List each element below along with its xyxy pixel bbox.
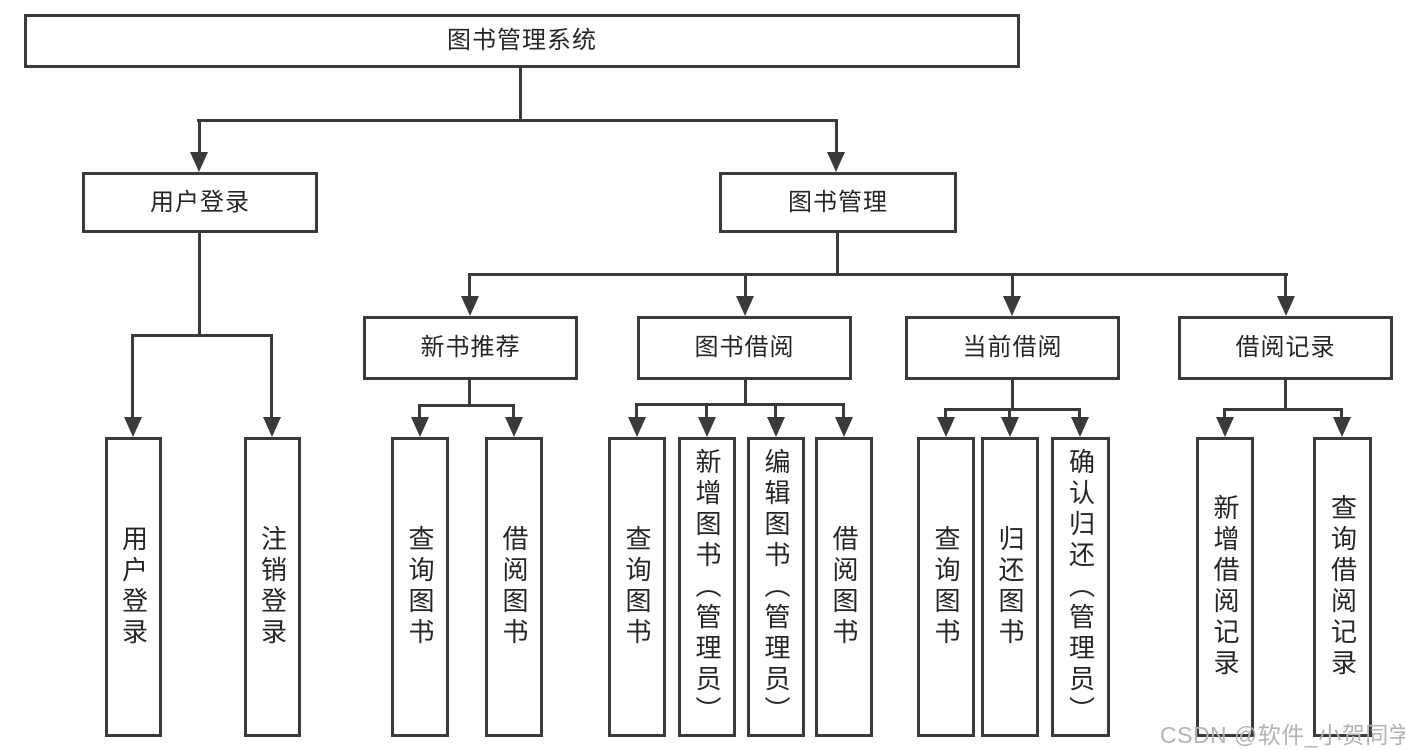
leaf-bb-add-books: 新增图书（管理员）	[678, 437, 736, 737]
connector-level2-rail	[197, 119, 838, 122]
connector-br-add-drop	[1223, 408, 1226, 419]
node-current-borrow-label: 当前借阅	[962, 334, 1063, 361]
connector-bb-borrow-drop	[842, 403, 845, 419]
arrowhead-bb-add	[698, 417, 716, 437]
arrowhead-records	[1277, 296, 1295, 316]
connector-bb-query-drop	[635, 403, 638, 419]
leaf-nb-borrow-books: 借阅图书	[485, 437, 543, 737]
node-book-management-label: 图书管理	[788, 188, 888, 216]
connector-bookmgmt-stem	[836, 232, 839, 274]
connector-borrow-drop	[744, 273, 747, 299]
connector-root-stem	[519, 67, 522, 120]
node-new-book-recommend-label: 新书推荐	[420, 334, 521, 361]
arrowhead-leaf-login	[124, 417, 142, 437]
leaf-nb-borrow-books-label: 借阅图书	[499, 525, 529, 649]
connector-current-stem	[1011, 380, 1014, 410]
arrowhead-bookmgmt	[827, 152, 845, 172]
node-root: 图书管理系统	[24, 14, 1020, 68]
arrowhead-nb-borrow	[505, 417, 523, 437]
leaf-bb-query-books: 查询图书	[608, 437, 666, 737]
node-book-management: 图书管理	[719, 172, 957, 233]
arrowhead-current	[1003, 296, 1021, 316]
arrowhead-br-query	[1333, 417, 1351, 437]
connector-cb-query-drop	[944, 408, 947, 419]
leaf-cb-query-books-label: 查询图书	[931, 525, 961, 649]
leaf-bb-add-books-label: 新增图书（管理员）	[692, 447, 722, 727]
node-book-borrow: 图书借阅	[637, 316, 852, 380]
arrowhead-cb-return	[1001, 417, 1019, 437]
leaf-br-add-record-label: 新增借阅记录	[1210, 494, 1240, 680]
connector-nb-borrow-drop	[512, 404, 515, 419]
node-user-login-label: 用户登录	[150, 188, 250, 216]
connector-newrec-drop	[468, 273, 471, 299]
connector-current-drop	[1011, 273, 1014, 299]
leaf-logout: 注销登录	[244, 437, 301, 737]
leaf-nb-query-books-label: 查询图书	[405, 525, 435, 649]
arrowhead-bb-edit	[767, 417, 785, 437]
leaf-user-login-label: 用户登录	[118, 525, 149, 649]
connector-br-query-drop	[1340, 408, 1343, 419]
leaf-br-query-record-label: 查询借阅记录	[1327, 494, 1358, 680]
connector-leaf-login-drop	[131, 334, 134, 420]
leaf-cb-confirm-return-label: 确认归还（管理员）	[1065, 447, 1096, 727]
leaf-cb-confirm-return: 确认归还（管理员）	[1051, 437, 1110, 737]
arrowhead-leaf-logout	[263, 417, 281, 437]
node-book-borrow-label: 图书借阅	[694, 334, 795, 361]
connector-newrec-rail	[418, 404, 515, 407]
csdn-watermark: CSDN @软件_小贺同学	[1160, 722, 1405, 748]
node-current-borrow: 当前借阅	[905, 316, 1120, 380]
connector-bb-add-drop	[705, 403, 708, 419]
node-borrow-records-label: 借阅记录	[1235, 334, 1336, 361]
leaf-br-add-record: 新增借阅记录	[1196, 437, 1254, 737]
connector-newrec-stem	[468, 380, 471, 406]
connector-records-drop	[1284, 273, 1287, 299]
connector-bb-edit-drop	[774, 403, 777, 419]
arrowhead-cb-confirm	[1071, 417, 1089, 437]
leaf-bb-borrow-books-label: 借阅图书	[829, 525, 859, 649]
leaf-logout-label: 注销登录	[257, 525, 288, 649]
connector-records-stem	[1284, 380, 1287, 410]
node-new-book-recommend: 新书推荐	[363, 316, 578, 380]
connector-leaf-logout-drop	[270, 334, 273, 420]
connector-current-rail	[944, 408, 1081, 411]
leaf-bb-edit-books-label: 编辑图书（管理员）	[761, 447, 791, 727]
leaf-cb-query-books: 查询图书	[917, 437, 975, 737]
connector-nb-query-drop	[418, 404, 421, 419]
node-user-login: 用户登录	[82, 172, 318, 233]
arrowhead-bb-borrow	[835, 417, 853, 437]
leaf-bb-borrow-books: 借阅图书	[815, 437, 873, 737]
connector-bookmgmt-drop	[835, 120, 838, 155]
arrowhead-bb-query	[628, 417, 646, 437]
arrowhead-nb-query	[411, 417, 429, 437]
arrowhead-br-add	[1216, 417, 1234, 437]
node-root-label: 图书管理系统	[447, 27, 597, 54]
connector-cb-confirm-drop	[1078, 408, 1081, 419]
connector-cb-return-drop	[1008, 408, 1011, 419]
connector-userlogin-rail	[131, 334, 273, 337]
connector-userlogin-drop	[198, 120, 201, 155]
arrowhead-borrow	[736, 296, 754, 316]
arrowhead-newrec	[461, 296, 479, 316]
leaf-cb-return-books-label: 归还图书	[995, 525, 1025, 649]
arrowhead-userlogin	[190, 152, 208, 172]
arrowhead-cb-query	[937, 417, 955, 437]
leaf-user-login: 用户登录	[105, 437, 162, 737]
connector-userlogin-stem	[198, 232, 201, 335]
leaf-nb-query-books: 查询图书	[391, 437, 449, 737]
connector-records-rail	[1223, 408, 1343, 411]
connector-borrow-rail	[635, 403, 845, 406]
leaf-cb-return-books: 归还图书	[981, 437, 1039, 737]
connector-level3-rail	[468, 273, 1288, 276]
connector-borrow-stem	[744, 380, 747, 405]
node-borrow-records: 借阅记录	[1178, 316, 1393, 380]
leaf-br-query-record: 查询借阅记录	[1313, 437, 1372, 737]
leaf-bb-query-books-label: 查询图书	[622, 525, 652, 649]
leaf-bb-edit-books: 编辑图书（管理员）	[747, 437, 805, 737]
